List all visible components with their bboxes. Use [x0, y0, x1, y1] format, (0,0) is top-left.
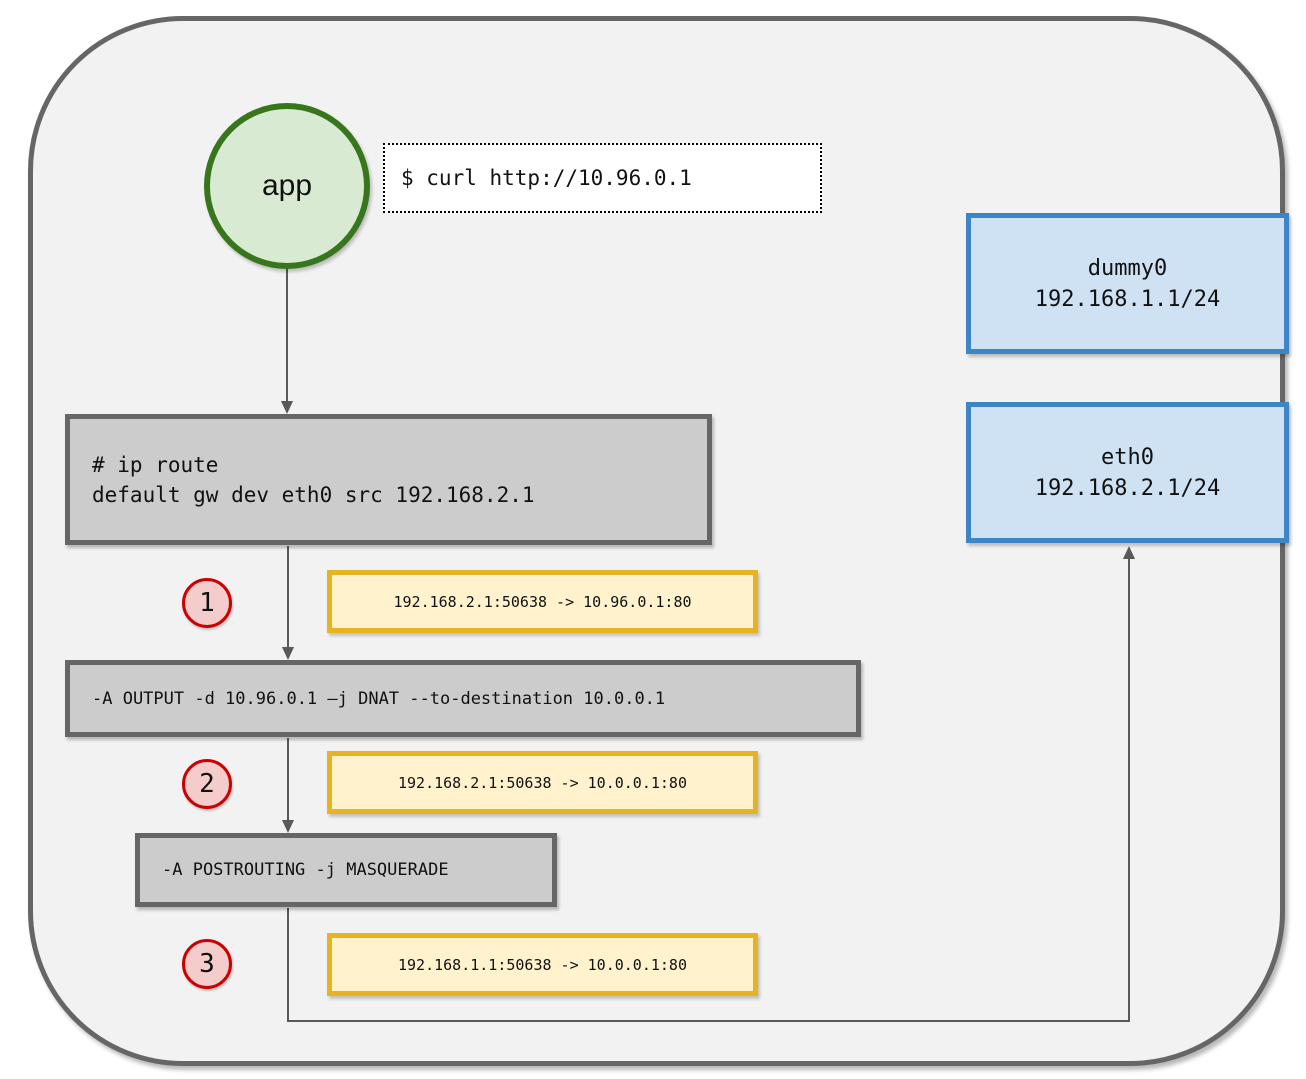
step-badge-2: 2	[182, 759, 232, 809]
interface-box-dummy0: dummy0 192.168.1.1/24	[966, 213, 1289, 354]
masquerade-rule-box: -A POSTROUTING -j MASQUERADE	[135, 833, 557, 907]
ip-route-output: default gw dev eth0 src 192.168.2.1	[92, 482, 535, 507]
interface-name: dummy0	[1087, 255, 1168, 281]
interface-cidr: 192.168.1.1/24	[1034, 286, 1221, 312]
arrow-masquerade-to-eth0	[287, 557, 1130, 1022]
interface-cidr: 192.168.2.1/24	[1034, 475, 1221, 501]
interface-name: eth0	[1101, 444, 1154, 470]
step-badge-1: 1	[182, 578, 232, 628]
packet-addresses: 192.168.2.1:50638 -> 10.0.0.1:80	[398, 773, 687, 792]
arrowhead-up-eth0	[1123, 546, 1135, 559]
packet-box-2: 192.168.2.1:50638 -> 10.0.0.1:80	[327, 751, 758, 814]
curl-command-text: $ curl http://10.96.0.1	[401, 166, 692, 190]
curl-command-box: $ curl http://10.96.0.1	[383, 143, 822, 213]
arrowhead-down-3	[282, 820, 294, 833]
step-number: 2	[199, 769, 215, 799]
app-node-label: app	[261, 169, 313, 202]
packet-box-3: 192.168.1.1:50638 -> 10.0.0.1:80	[327, 933, 758, 996]
arrowhead-down-1	[281, 401, 293, 414]
interface-box-eth0: eth0 192.168.2.1/24	[966, 402, 1289, 543]
arrowhead-down-2	[282, 647, 294, 660]
masquerade-rule-text: -A POSTROUTING -j MASQUERADE	[162, 860, 449, 880]
step-number: 3	[199, 949, 215, 979]
step-badge-3: 3	[182, 939, 232, 989]
step-number: 1	[199, 588, 215, 618]
dnat-rule-text: -A OUTPUT -d 10.96.0.1 –j DNAT --to-dest…	[92, 688, 666, 709]
app-node: app	[204, 103, 370, 269]
packet-addresses: 192.168.1.1:50638 -> 10.0.0.1:80	[398, 955, 687, 974]
packet-addresses: 192.168.2.1:50638 -> 10.96.0.1:80	[393, 592, 692, 611]
ip-route-box: # ip route default gw dev eth0 src 192.1…	[65, 414, 712, 545]
dnat-rule-box: -A OUTPUT -d 10.96.0.1 –j DNAT --to-dest…	[65, 660, 861, 737]
packet-box-1: 192.168.2.1:50638 -> 10.96.0.1:80	[327, 570, 758, 633]
ip-route-command: # ip route	[92, 452, 219, 477]
